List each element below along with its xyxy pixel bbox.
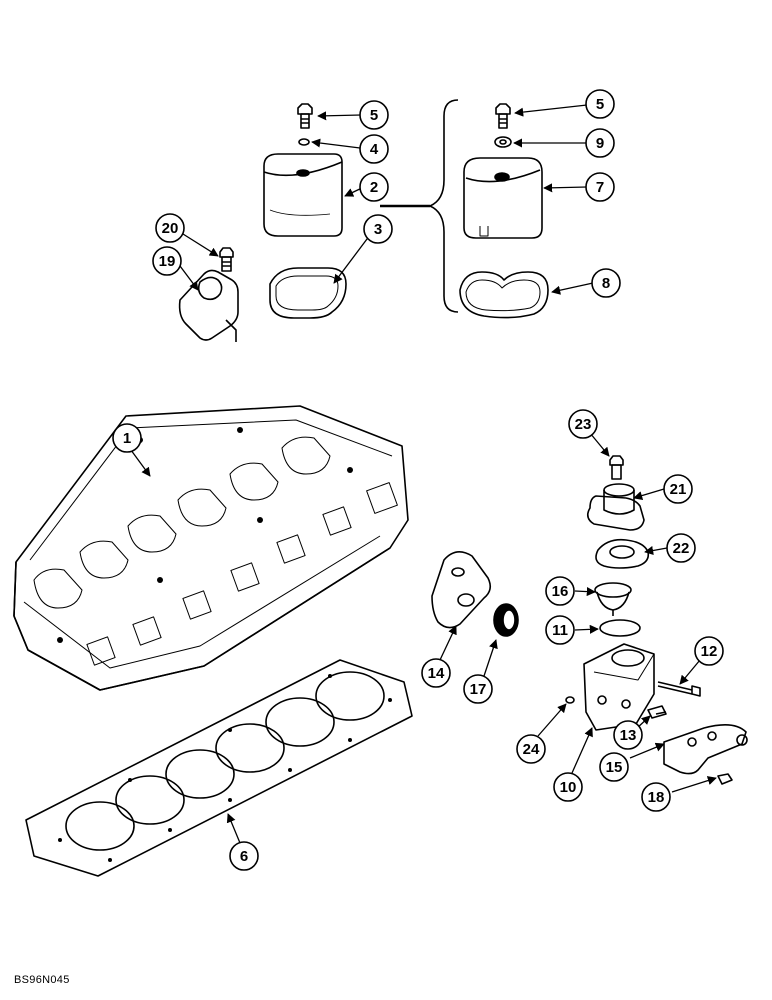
alternative-bracket (380, 99, 459, 313)
callout-label: 14 (428, 665, 445, 682)
bracket-bolt-part (717, 773, 733, 785)
callout-label: 8 (602, 275, 610, 292)
figure-reference-code: BS96N045 (14, 974, 70, 986)
callout-circle (363, 214, 393, 244)
callout-circle (568, 409, 598, 439)
callout-label: 3 (374, 221, 382, 238)
callout-label: 18 (648, 789, 665, 806)
callout-label: 7 (596, 179, 604, 196)
callout-circle (545, 615, 575, 645)
callout-circle (359, 172, 389, 202)
callout-circle (591, 268, 621, 298)
callout-circle (112, 423, 142, 453)
callout-circle (666, 533, 696, 563)
lifting-eye-bolt-part (219, 247, 234, 272)
callout-circle (663, 474, 693, 504)
callout-labels: 1 2 3 4 5 5 6 7 8 9 10 11 12 13 14 15 16… (123, 96, 718, 865)
callout-circle (641, 782, 671, 812)
callout-label: 20 (162, 220, 179, 237)
o-ring-part (599, 619, 641, 637)
callout-label: 11 (552, 622, 568, 639)
cap-screw-part (297, 103, 313, 129)
callout-label: 17 (470, 681, 487, 698)
callout-label: 12 (701, 643, 718, 660)
callout-label: 10 (560, 779, 577, 796)
washer-part (494, 136, 512, 148)
callouts (112, 89, 724, 871)
callout-circle (421, 658, 451, 688)
elbow-gasket-part (595, 538, 650, 569)
thermostat-housing-part (583, 643, 655, 731)
callout-label: 1 (123, 430, 131, 447)
callout-label: 2 (370, 179, 378, 196)
plug-part (565, 696, 575, 704)
callout-label: 19 (159, 253, 176, 270)
callout-circle (585, 172, 615, 202)
head-gasket-part (25, 659, 413, 877)
housing-bolt-short-part (647, 705, 667, 719)
callout-circle (229, 841, 259, 871)
cylinder-head-part (13, 405, 409, 691)
callout-circle (359, 134, 389, 164)
cap-screw-alt-part (495, 103, 511, 129)
callout-circle (585, 89, 615, 119)
cover-gasket-alt-part (459, 271, 549, 319)
cover-gasket-part (269, 267, 347, 319)
callout-label: 5 (370, 107, 378, 124)
callout-label: 16 (552, 583, 569, 600)
callout-label: 15 (606, 759, 623, 776)
elbow-bolt-part (609, 455, 624, 480)
callout-label: 21 (670, 481, 687, 498)
callout-circle (545, 576, 575, 606)
callout-label: 5 (596, 96, 604, 113)
seal-part (493, 603, 519, 637)
callout-circle (152, 246, 182, 276)
callout-label: 22 (673, 540, 690, 557)
lifting-eye-part (178, 269, 239, 342)
callout-label: 9 (596, 135, 604, 152)
callout-label: 23 (575, 416, 592, 433)
water-outlet-elbow-part (586, 483, 645, 531)
housing-cover-part (263, 153, 343, 237)
thermostat-part (594, 582, 632, 616)
callout-circle (463, 674, 493, 704)
callout-circle (599, 752, 629, 782)
water-outlet-plate-part (431, 551, 492, 629)
callout-circle (359, 100, 389, 130)
callout-circle (516, 734, 546, 764)
callout-circle (585, 128, 615, 158)
callout-circle (155, 213, 185, 243)
housing-bolt-part (657, 681, 701, 697)
sealing-washer-part (298, 138, 310, 146)
callout-label: 13 (620, 727, 637, 744)
callout-circle (553, 772, 583, 802)
callout-label: 4 (370, 141, 379, 158)
callout-circle (613, 720, 643, 750)
callout-label: 24 (523, 741, 540, 758)
callout-circle (694, 636, 724, 666)
mounting-bracket-part (663, 724, 748, 775)
housing-cover-alt-part (463, 157, 543, 239)
callout-label: 6 (240, 848, 248, 865)
